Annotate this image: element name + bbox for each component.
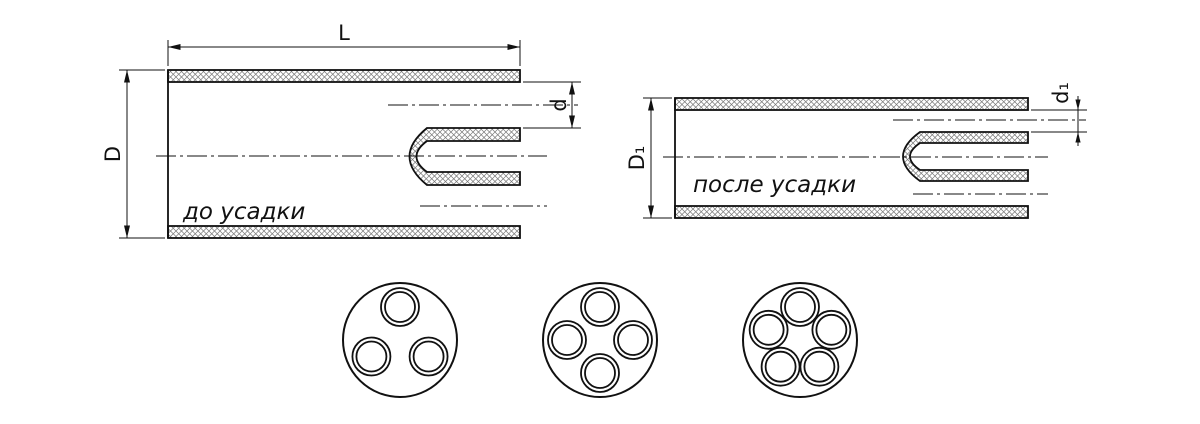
arrowhead [1075, 99, 1081, 110]
cable-group [748, 287, 852, 387]
cable-cross-section-circle [584, 291, 616, 323]
cable-cross-section-circle [412, 340, 445, 373]
tube-before-top-wall [167, 69, 521, 83]
cable-cross-section-circle [584, 357, 616, 389]
cross-section-3-cables [342, 282, 458, 398]
label-diameter-D1: D₁ [625, 146, 649, 171]
centerlines-after [663, 119, 1086, 195]
caption-after: после усадки [693, 172, 856, 198]
tube-before: до усадки [156, 69, 578, 239]
tube-after-inner-sleeve-section [902, 131, 1029, 182]
dimension-d: d [523, 81, 581, 129]
tube-after: после усадки [663, 97, 1086, 219]
cable-cross-section-circle [384, 291, 416, 323]
cross-sections [342, 282, 858, 398]
dimension-D: D [101, 69, 165, 239]
cable-group [547, 287, 653, 393]
dimension-d1: d₁ [1031, 82, 1087, 146]
cable-cross-section-circle [551, 324, 583, 356]
cable-group [351, 287, 449, 377]
label-diameter-D: D [101, 146, 125, 162]
cable-cross-section-circle [764, 350, 797, 383]
label-diameter-d1: d₁ [1049, 82, 1073, 104]
tube-before-inner-sleeve-section [408, 127, 521, 186]
cross-section-5-cables [742, 282, 858, 398]
label-length-L: L [338, 21, 350, 45]
dimension-D1: D₁ [625, 97, 672, 219]
tube-after-bottom-wall [674, 205, 1029, 219]
cable-cross-section-circle [752, 313, 785, 346]
caption-before: до усадки [182, 199, 305, 225]
arrowhead [1075, 132, 1081, 143]
centerlines-before [156, 104, 578, 207]
cable-cross-section-circle [355, 340, 388, 373]
cable-cross-section-circle [815, 313, 848, 346]
bundle-outline [542, 282, 658, 398]
cable-cross-section-circle [784, 291, 816, 323]
cable-cross-section-circle [803, 350, 836, 383]
cable-cross-section-circle [617, 324, 649, 356]
cross-section-4-cables [542, 282, 658, 398]
dimension-L: L [167, 21, 521, 66]
tube-before-bottom-wall [167, 225, 521, 239]
tube-after-top-wall [674, 97, 1029, 111]
label-diameter-d: d [547, 98, 571, 111]
